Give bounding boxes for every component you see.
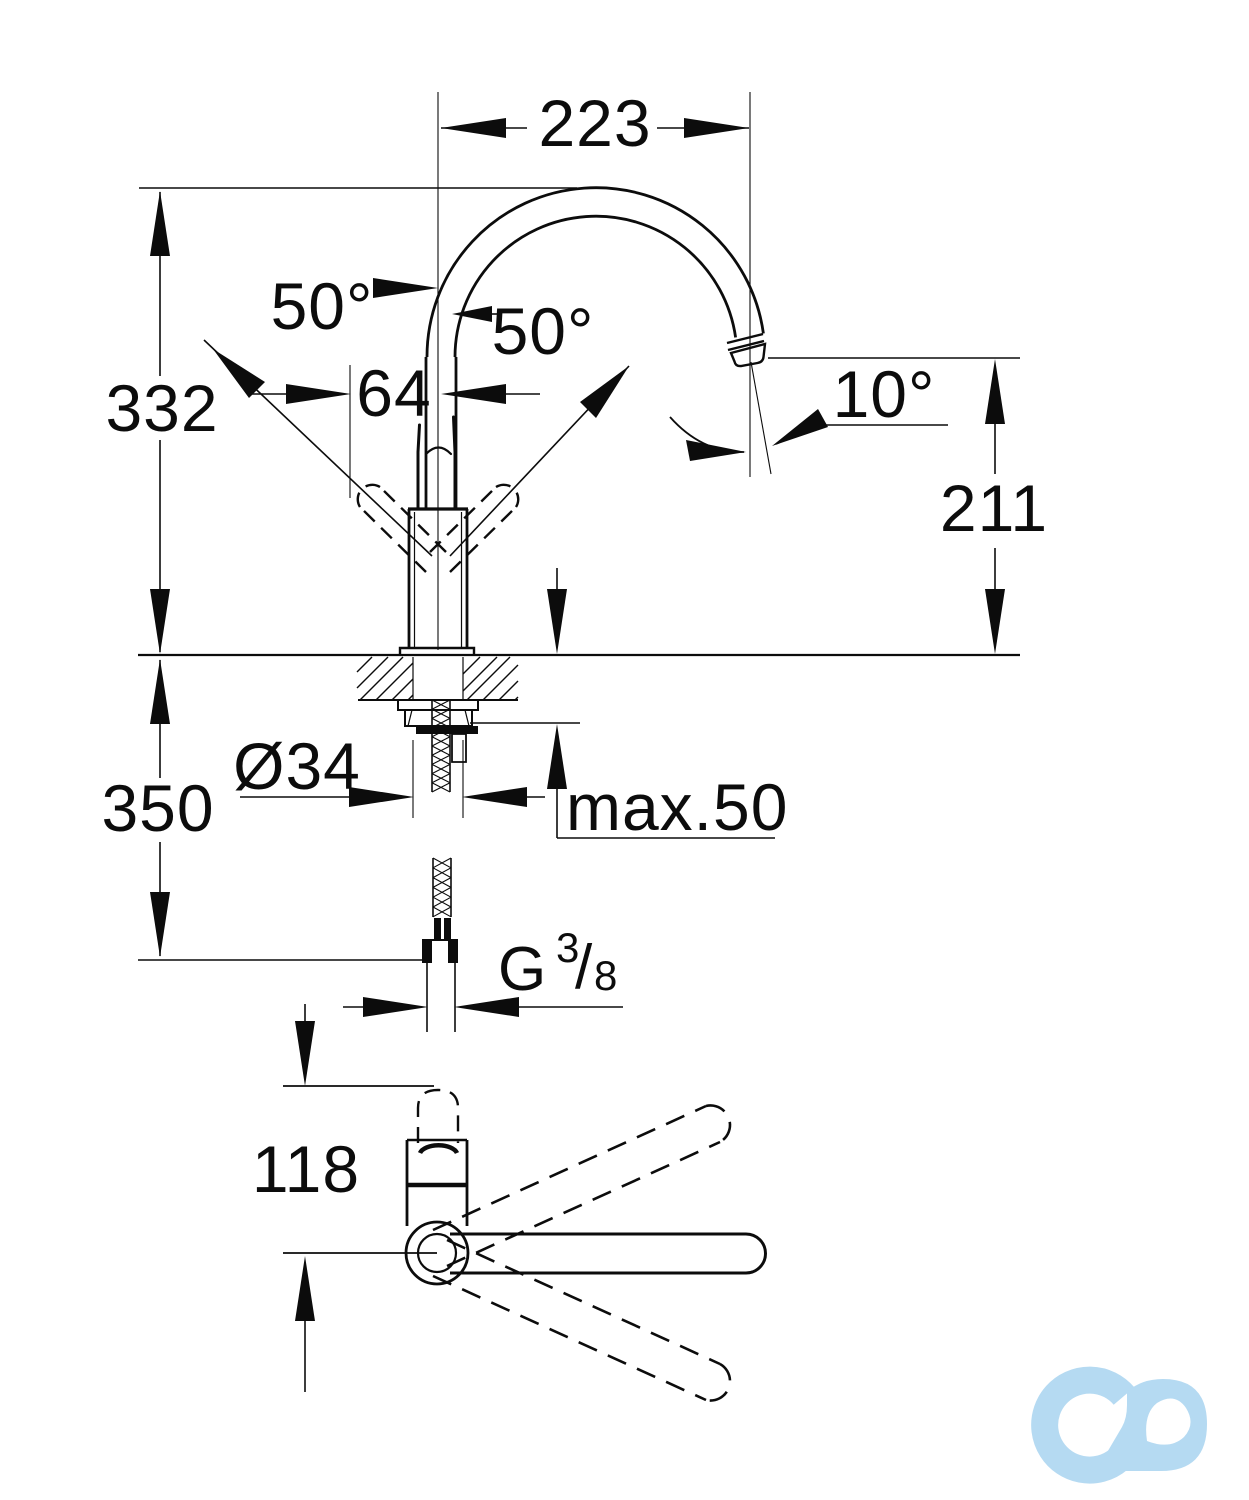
plan-view <box>404 1088 767 1402</box>
thread-denominator-label: 8 <box>594 952 618 999</box>
dimension-211: 211 <box>940 359 1048 654</box>
dim-outlet-height-label: 211 <box>940 471 1048 545</box>
hatch-left <box>356 656 414 701</box>
spout-outlet <box>726 332 767 368</box>
lever-swing-right <box>429 483 520 573</box>
annotation-handle-swing <box>203 339 630 557</box>
plan-pivot-inner <box>416 1232 458 1274</box>
hatch-right <box>462 656 519 701</box>
dimension-332: 332 <box>105 191 218 654</box>
plan-spout-tip-dashed <box>416 1088 460 1143</box>
thread-numerator-label: 3 <box>556 924 580 971</box>
thread-prefix-label: G <box>498 935 547 1004</box>
swivel-right-label: 50° <box>492 294 595 368</box>
dimension-118: 118 <box>252 1004 360 1392</box>
dimension-350: 350 <box>101 659 214 957</box>
plan-handle-solid <box>450 1232 767 1275</box>
dimension-thread-g38: G 3 / 8 <box>343 924 623 1017</box>
plan-handle-upper-dashed <box>432 1104 732 1268</box>
dim-plan-depth-label: 118 <box>252 1132 360 1206</box>
plan-handle-lower-dashed <box>432 1238 732 1402</box>
annotation-outlet-tilt: 10° <box>669 357 948 461</box>
dim-hose-drop-label: 350 <box>101 771 214 845</box>
plan-pivot-outer <box>404 1220 470 1286</box>
dim-handle-offset-label: 64 <box>356 356 431 430</box>
dim-deck-thickness-label: max.50 <box>566 770 788 844</box>
co-monogram-logo <box>1031 1366 1207 1484</box>
counter-section <box>356 656 519 701</box>
annotation-swivel-right: 50° <box>452 294 595 368</box>
outlet-tilt-label: 10° <box>833 357 936 431</box>
plan-body <box>405 1138 469 1226</box>
lever-swing-left <box>356 483 447 573</box>
front-view <box>356 186 767 1032</box>
swivel-left-label: 50° <box>271 269 374 343</box>
annotation-swivel-left: 50° <box>271 269 438 343</box>
dim-overall-height-label: 332 <box>105 371 218 445</box>
thread-slash: / <box>575 933 593 1002</box>
logo-d-shape <box>1099 1379 1207 1471</box>
faucet-body <box>398 507 476 655</box>
lever-handle <box>416 415 457 510</box>
supply-hose <box>422 699 458 1032</box>
reference-lines <box>138 92 1020 1254</box>
dimension-223: 223 <box>441 86 749 160</box>
spout-arc <box>424 186 765 509</box>
dim-mounting-hole-label: Ø34 <box>233 729 361 803</box>
dimension-64: 64 <box>252 356 540 430</box>
dim-spout-reach-label: 223 <box>538 86 651 160</box>
dimension-max50: max.50 <box>547 568 788 844</box>
dimension-hole-34: Ø34 <box>233 729 545 807</box>
